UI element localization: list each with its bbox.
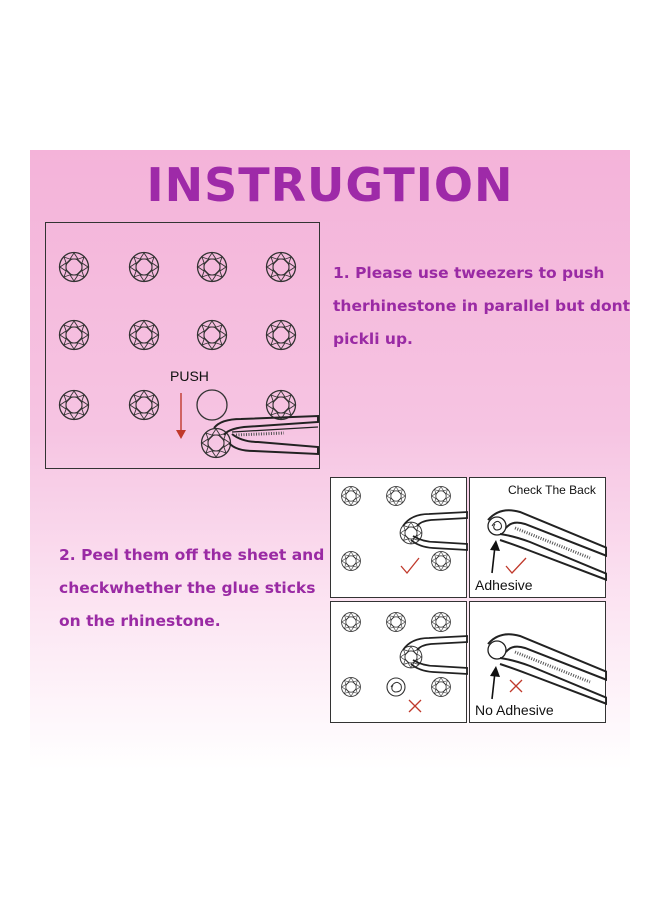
check-back-no-adhesive-illustration: No Adhesive bbox=[469, 601, 607, 723]
rhinestone-sheet-illustration: PUSH bbox=[45, 222, 320, 469]
check-the-back-label: Check The Back bbox=[508, 483, 596, 497]
peel-success-illustration bbox=[330, 477, 468, 598]
push-label: PUSH bbox=[170, 368, 209, 384]
step-1-text: 1. Please use tweezers to push therhines… bbox=[333, 257, 633, 356]
step-2-line-1: 2. Peel them off the sheet and bbox=[59, 546, 325, 564]
adhesive-label: Adhesive bbox=[475, 577, 533, 593]
step-1-line-2: therhinestone in parallel but dont bbox=[333, 297, 631, 315]
no-adhesive-label: No Adhesive bbox=[475, 702, 554, 718]
step-1-line-1: 1. Please use tweezers to push bbox=[333, 264, 605, 282]
peel-failure-illustration bbox=[330, 601, 468, 723]
sheet-drawing bbox=[58, 251, 319, 459]
page-title: INSTRUGTION bbox=[146, 158, 514, 212]
step-2-line-3: on the rhinestone. bbox=[59, 612, 221, 630]
step-2-line-2: checkwhether the glue sticks bbox=[59, 579, 316, 597]
step-2-text: 2. Peel them off the sheet and checkwhet… bbox=[59, 539, 329, 638]
check-back-adhesive-illustration: Check The Back Adhesive bbox=[469, 477, 607, 598]
step-1-line-3: pickli up. bbox=[333, 330, 413, 348]
